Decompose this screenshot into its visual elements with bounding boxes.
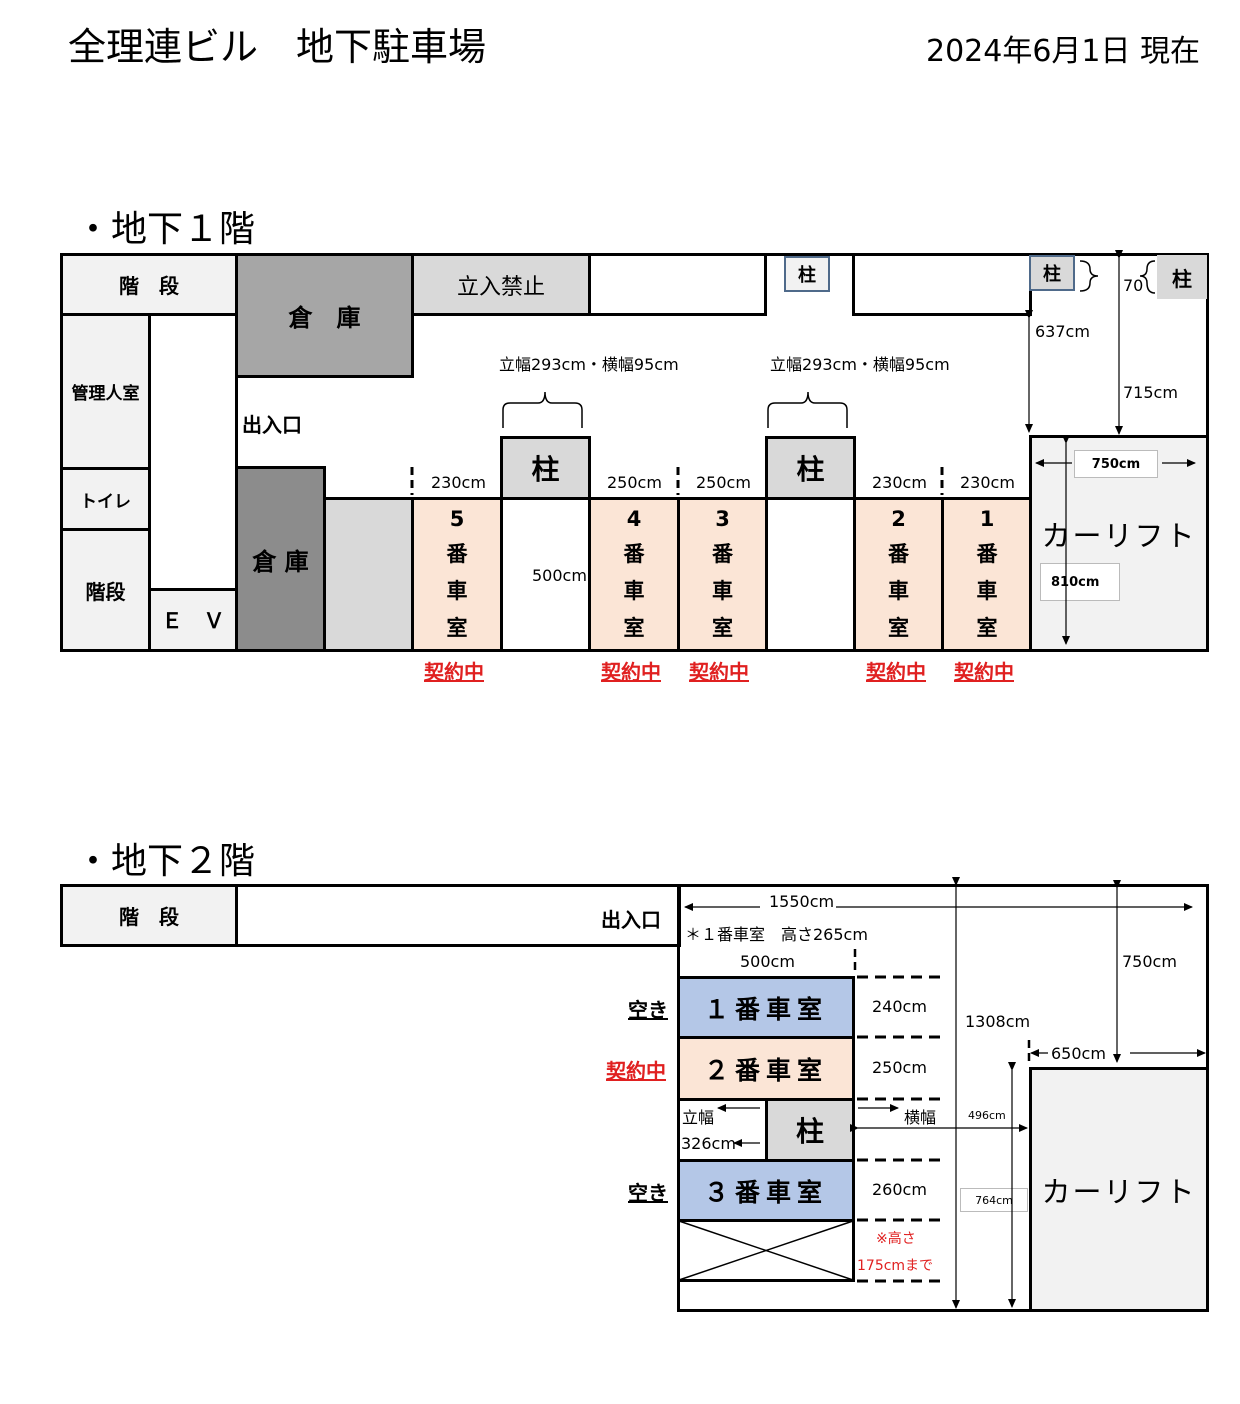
b1-warehouse-bottom: 倉 庫	[235, 466, 326, 652]
b2-tate-label: 立幅	[682, 1108, 715, 1127]
b2-room3-width: 260cm	[872, 1180, 927, 1199]
b2-dim-496: 496cm	[968, 1109, 1006, 1122]
page-title: 全理連ビル 地下駐車場	[68, 25, 487, 69]
b1-status-4: 契約中	[601, 660, 661, 684]
b2-room-1: １番車室	[677, 976, 855, 1039]
b1-status-3: 契約中	[689, 660, 749, 684]
b2-dim-764-box: 764cm	[960, 1188, 1028, 1212]
b1-dim-750-box: 750cm	[1074, 450, 1158, 478]
b1-heading: ・地下１階	[75, 209, 256, 250]
b2-note-limit-2: 175cmまで	[857, 1258, 934, 1274]
b2-yoko-label: 横幅	[904, 1108, 937, 1127]
b2-entrance: 出入口	[601, 908, 661, 932]
b1-pillar-dim-1: 立幅293cm・横幅95cm	[499, 355, 679, 374]
b1-dim-637: 637cm	[1035, 322, 1090, 341]
b2-dim-650: 650cm	[1051, 1044, 1106, 1063]
b2-room-3: ３番車室	[677, 1159, 855, 1222]
b1-status-1: 契約中	[954, 660, 1014, 684]
b1-dim-70: 70	[1123, 276, 1144, 295]
b2-dim-500: 500cm	[740, 952, 795, 971]
b1-stairs-bottom: 階段	[60, 528, 151, 652]
b1-top-room-a	[588, 253, 767, 316]
b1-toilet: トイレ	[60, 467, 151, 531]
b2-status-3: 空き	[628, 1181, 668, 1205]
b1-no-entry: 立入禁止	[411, 253, 591, 316]
b1-entrance: 出入口	[242, 413, 302, 437]
b2-room2-width: 250cm	[872, 1058, 927, 1077]
b1-width-3: 250cm	[696, 473, 751, 492]
b2-heading: ・地下２階	[75, 841, 256, 882]
b2-status-2: 契約中	[606, 1059, 666, 1083]
b2-unusable-space	[677, 1219, 855, 1282]
b1-pillar-small-2: 柱	[1029, 255, 1075, 291]
b1-status-2: 契約中	[866, 660, 926, 684]
b2-dim-326: 326cm	[681, 1134, 736, 1153]
b2-note-height: ＊１番車室 高さ265cm	[685, 925, 868, 944]
b1-width-4: 250cm	[607, 473, 662, 492]
b2-dim-1550: 1550cm	[769, 892, 835, 911]
b1-dim-715: 715cm	[1123, 383, 1178, 402]
b1-width-2: 230cm	[872, 473, 927, 492]
b2-dim-750: 750cm	[1122, 952, 1177, 971]
b2-note-limit-1: ※高さ	[876, 1231, 916, 1247]
b1-width-1: 230cm	[960, 473, 1015, 492]
b1-warehouse-top: 倉 庫	[235, 253, 414, 378]
b1-pillar-dim-2: 立幅293cm・横幅95cm	[770, 355, 950, 374]
b1-pillar-2: 柱	[765, 436, 856, 500]
b1-pillar-small-3: 柱	[1157, 255, 1207, 299]
b2-status-1: 空き	[628, 998, 668, 1022]
date-label: 2024年6月1日 現在	[926, 34, 1201, 69]
b1-width-5: 230cm	[431, 473, 486, 492]
b1-elevator: Ｅ Ｖ	[148, 588, 238, 652]
b1-pillar-small-1: 柱	[784, 256, 830, 292]
b2-carlift: カーリフト	[1029, 1067, 1209, 1312]
b1-dim-500: 500cm	[532, 566, 587, 585]
b2-stairs: 階 段	[60, 884, 238, 947]
b2-room1-width: 240cm	[872, 997, 927, 1016]
b2-dim-1308: 1308cm	[965, 1012, 1031, 1031]
b1-status-5: 契約中	[424, 660, 484, 684]
